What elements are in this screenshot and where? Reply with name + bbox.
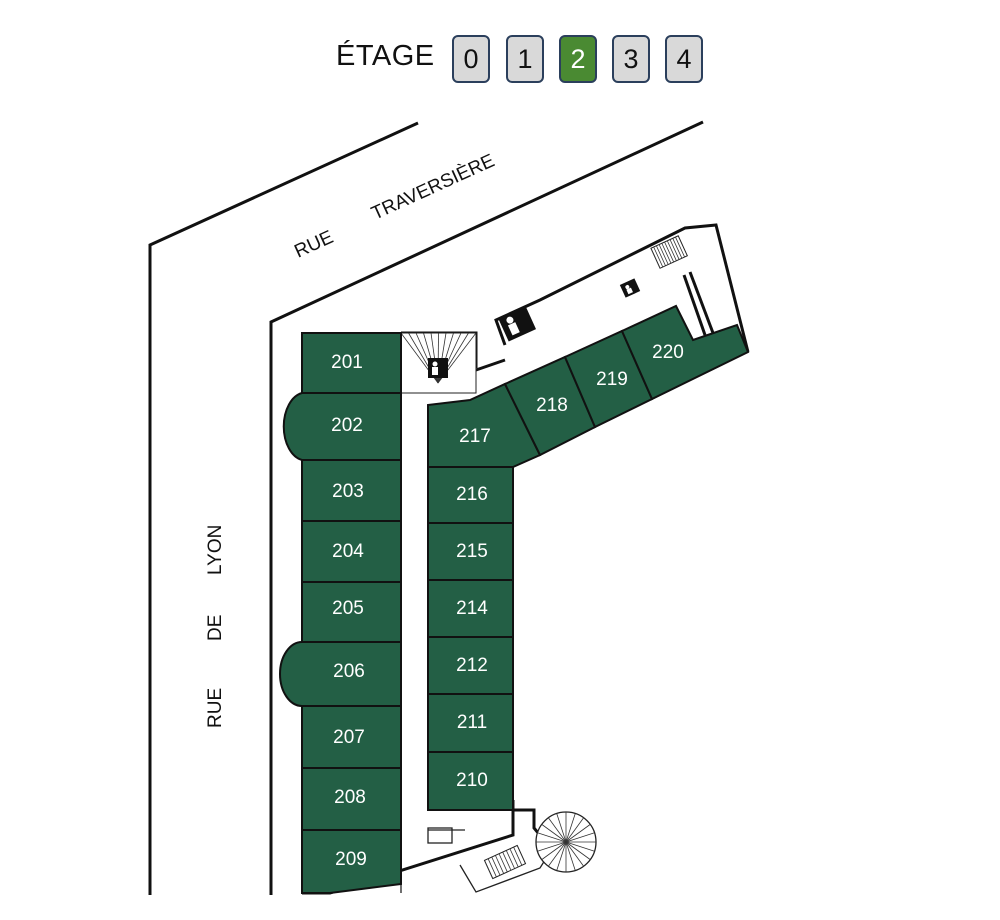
street-label-rue-de-lyon-3: LYON: [205, 525, 226, 575]
room-216[interactable]: [427, 466, 514, 524]
room-214[interactable]: [427, 579, 514, 638]
elevator-icon: [428, 358, 448, 378]
elevator-icon: [497, 305, 537, 342]
floor-button-0[interactable]: 0: [452, 35, 490, 83]
street-label-rue-de-lyon-1: RUE: [205, 688, 226, 728]
street-label-rue-traversiere-2: TRAVERSIÈRE: [368, 150, 497, 224]
room-208[interactable]: [301, 767, 402, 831]
floor-selector-title: ÉTAGE: [336, 40, 435, 72]
room-203[interactable]: [301, 459, 402, 522]
floor-button-1[interactable]: 1: [506, 35, 544, 83]
room-201[interactable]: [301, 332, 402, 394]
stairs-icon: [650, 235, 689, 269]
room-212[interactable]: [427, 636, 514, 695]
room-210[interactable]: [427, 751, 514, 811]
room-220[interactable]: [620, 304, 750, 401]
floor-button-4[interactable]: 4: [665, 35, 703, 83]
room-207[interactable]: [301, 705, 402, 769]
street-label-rue-de-lyon-2: DE: [205, 615, 226, 641]
room-205[interactable]: [301, 581, 402, 643]
floor-button-3[interactable]: 3: [612, 35, 650, 83]
street-label-rue-traversiere-1: RUE: [291, 227, 336, 263]
elevator-icon: [619, 278, 641, 298]
room-204[interactable]: [301, 520, 402, 583]
stairs-icon: [483, 844, 527, 880]
room-215[interactable]: [427, 522, 514, 581]
room-209[interactable]: [301, 829, 402, 894]
rooms: 2012022032042052062072082092102112122142…: [279, 304, 750, 894]
room-202[interactable]: [282, 392, 402, 461]
room-211[interactable]: [427, 693, 514, 753]
room-206[interactable]: [279, 641, 402, 707]
street-inner-edge: [269, 120, 704, 895]
floor-button-2[interactable]: 2: [559, 35, 597, 83]
street-outer-edge: [148, 121, 419, 895]
spiral-stairs-icon: [535, 811, 597, 873]
